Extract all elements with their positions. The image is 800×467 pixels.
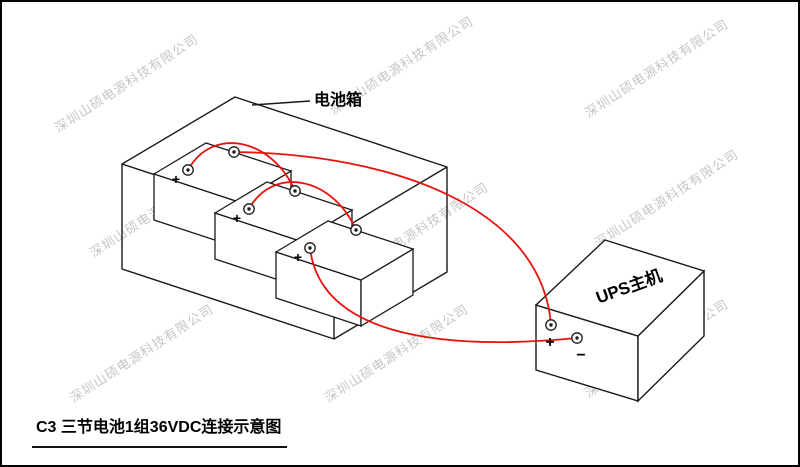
battery1-positive-terminal-icon	[182, 164, 194, 176]
battery-box-label: 电池箱	[314, 90, 362, 109]
wire-bat1-to-ups-plus	[233, 151, 552, 326]
terminals	[182, 146, 583, 344]
battery3-positive-terminal-icon	[304, 242, 316, 254]
ups-box: UPS主机	[534, 239, 706, 403]
battery1-plus-label: +	[172, 171, 180, 187]
battery-box-callout: 电池箱	[251, 90, 362, 109]
battery-3	[274, 220, 415, 328]
ups-negative-terminal-icon	[571, 332, 583, 344]
wires	[187, 142, 578, 343]
ups-top-face	[534, 239, 706, 337]
ups-minus-label: −	[576, 347, 585, 364]
ups-positive-terminal-icon	[545, 319, 557, 331]
diagram-caption: C3 三节电池1组36VDC连接示意图	[32, 413, 288, 448]
battery3-negative-terminal-icon	[350, 224, 362, 236]
ups-plus-label: +	[545, 334, 554, 351]
wire-bat3-to-ups-minus	[309, 247, 578, 343]
callout-leader-line	[251, 100, 311, 106]
battery-top-face	[213, 181, 354, 242]
battery2-negative-terminal-icon	[289, 185, 301, 197]
wire-bat2-to-bat3	[248, 181, 357, 231]
battery2-positive-terminal-icon	[243, 203, 255, 215]
wire-bat1-to-bat2	[187, 142, 296, 192]
battery3-plus-label: +	[294, 249, 302, 265]
battery1-negative-terminal-icon	[228, 146, 240, 158]
battery-top-face	[152, 142, 293, 203]
battery-top-face	[274, 220, 415, 281]
polarity-labels: + + + + −	[172, 171, 586, 364]
battery2-plus-label: +	[233, 210, 241, 226]
